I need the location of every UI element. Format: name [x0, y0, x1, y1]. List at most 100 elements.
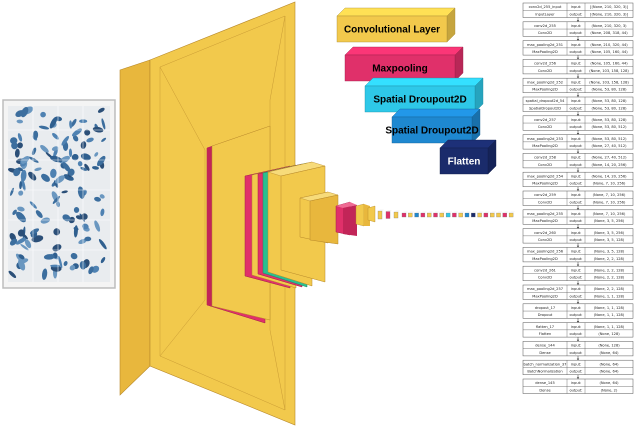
layer-node-text: MaxPooling2D [532, 257, 558, 261]
layer-node-text: Conv2D [538, 238, 552, 242]
input-label: input: [571, 24, 581, 28]
layer-node-text: (None, 64) [599, 381, 619, 385]
layer-node-text: max_pooling2d_252 [527, 80, 563, 84]
input-label: input: [571, 118, 581, 122]
seed-blob [41, 173, 50, 182]
seed-blob [16, 211, 26, 223]
legend-item: Flatten [439, 139, 497, 175]
seed-blob [16, 119, 24, 124]
layer-node-text: (None, 2, 2, 128) [594, 276, 625, 280]
layer-node-text: (None, 2, 2, 128) [594, 268, 625, 272]
seed-blob [73, 207, 80, 213]
seed-blob [32, 130, 39, 140]
layer-node-text: (None, 27, 40, 512) [591, 156, 627, 160]
layer-node-text: (None, 2, 2, 128) [594, 257, 625, 261]
layer-node-text: (None, 14, 20, 256) [591, 174, 627, 178]
layer-node: max_pooling2d_255MaxPooling2Dinput:outpu… [522, 209, 634, 225]
seed-blob [15, 237, 27, 245]
dense-cube [458, 212, 463, 218]
layer-node-text: (None, 3, 5, 256) [594, 231, 625, 235]
seed-blob [92, 126, 104, 133]
dense-cube [414, 212, 419, 218]
input-label: input: [571, 212, 581, 216]
layer-node-text: Dense [539, 351, 551, 355]
seed-blob [34, 167, 42, 172]
layer-node-text: max_pooling2d_256 [527, 250, 564, 254]
seed-blob [69, 265, 76, 271]
seed-blob [17, 142, 23, 149]
seed-blob [55, 175, 65, 184]
seed-blob [63, 260, 68, 266]
layer-node-text: conv2d_255 [534, 24, 556, 28]
layer-node-text: [(None, 210, 320, 3)] [590, 5, 628, 9]
seed-blob [43, 254, 55, 260]
output-label: output: [569, 163, 582, 167]
seed-blob [52, 132, 59, 140]
layer-node-text: (None, 128) [598, 344, 620, 348]
layer-node-text: MaxPooling2D [532, 50, 558, 54]
layer-node-text: (None, 210, 320, 44) [590, 43, 628, 47]
dense-cube [483, 212, 489, 218]
layer-node-text: (None, 105, 160, 44) [590, 62, 628, 66]
seed-blob [41, 268, 48, 280]
seed-blob [40, 217, 51, 224]
legend-item: Spatial Droupout2D [385, 108, 481, 144]
seed-blob [82, 223, 89, 230]
dense-cube [452, 212, 457, 218]
layer-node-text: (None, 27, 40, 512) [591, 144, 627, 148]
legend-item: Spatial Droupout2D [364, 77, 484, 113]
layer-node-text: MaxPooling2D [532, 182, 558, 186]
output-label: output: [569, 238, 582, 242]
layer-node-text: Conv2D [538, 69, 552, 73]
seed-blob [62, 162, 71, 173]
input-label: input: [571, 80, 581, 84]
layer-node-text: MaxPooling2D [532, 294, 558, 298]
layer-node-text: Dropout [538, 313, 553, 317]
output-label: output: [569, 370, 582, 374]
seed-blob [78, 238, 87, 245]
dense-cube [445, 212, 451, 218]
seed-blob [20, 107, 29, 118]
dense-cube [471, 212, 476, 218]
seed-blob [17, 133, 23, 142]
seed-blob [59, 155, 70, 164]
seed-blob [28, 171, 37, 181]
input-label: input: [571, 287, 581, 291]
layer-node-text: (None, 128) [598, 332, 620, 336]
output-label: output: [569, 332, 582, 336]
seed-blob [86, 137, 94, 143]
layer-node-text: (None, 7, 10, 256) [593, 182, 626, 186]
seed-blob [52, 244, 62, 252]
dense-cube [427, 212, 432, 218]
layer-node-text: (None, 210, 320, 3) [591, 24, 627, 28]
dense-cube [393, 211, 399, 219]
layer-node-text: (None, 103, 158, 128) [589, 69, 629, 73]
seed-blob [80, 141, 87, 149]
layer-node: max_pooling2d_254MaxPooling2Dinput:outpu… [522, 171, 634, 187]
input-label: input: [571, 231, 581, 235]
seed-blob [24, 239, 32, 249]
input-label: input: [571, 62, 581, 66]
output-label: output: [569, 69, 582, 73]
layer-node-text: (None, 53, 80, 512) [591, 125, 627, 129]
seed-blob [9, 238, 18, 246]
seed-blob [12, 209, 17, 216]
layer-node-text: (None, 53, 80, 128) [591, 99, 627, 103]
output-label: output: [569, 144, 582, 148]
input-label: input: [571, 43, 581, 47]
layer-node-text: conv2d_260 [534, 231, 557, 235]
seed-blob [19, 181, 23, 190]
layer-node-text: max_pooling2d_251 [527, 43, 563, 47]
seed-blob [61, 135, 70, 146]
layer-node-text: Conv2D [538, 125, 552, 129]
dense-cube [408, 212, 413, 218]
legend-label: Spatial Droupout2D [385, 126, 478, 137]
seed-blob [80, 153, 91, 161]
